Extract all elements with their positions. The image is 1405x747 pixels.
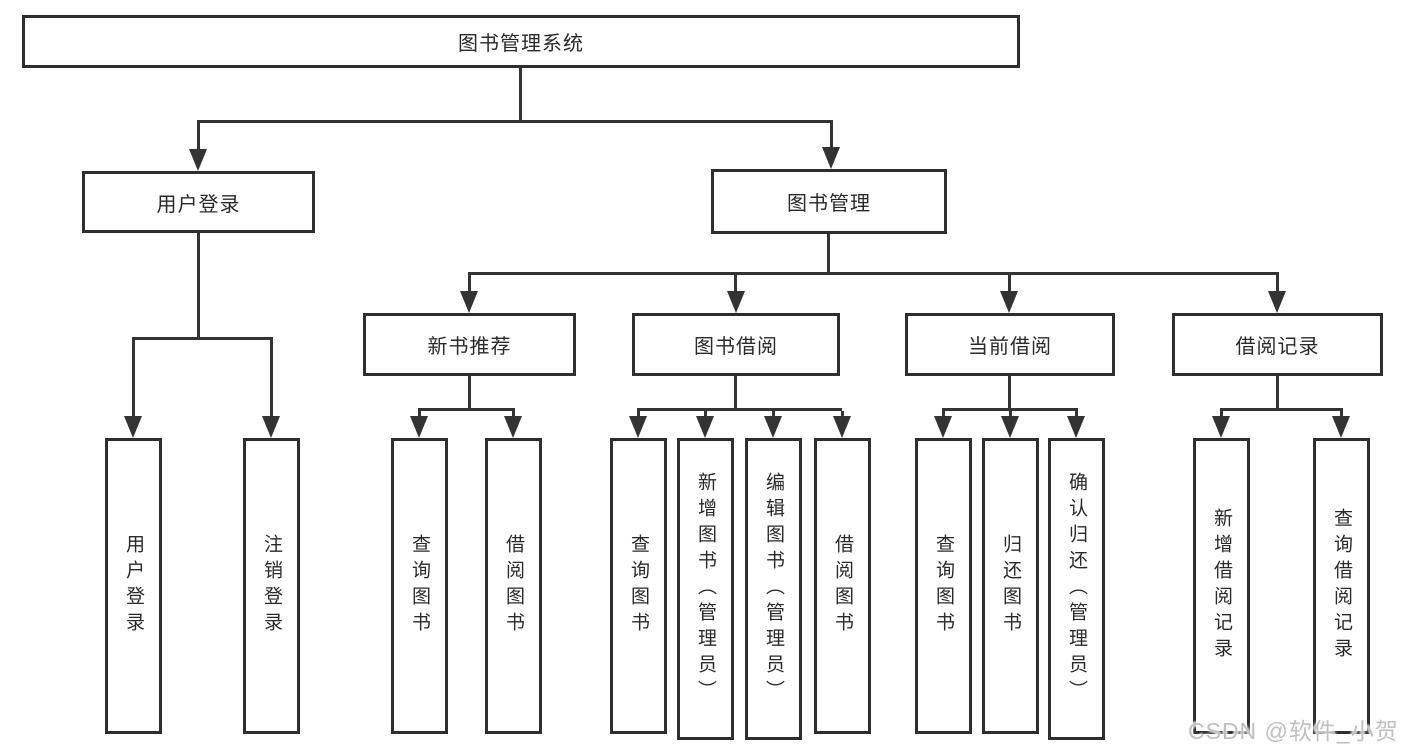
- leaf-label: 借阅图书: [503, 534, 524, 638]
- connector-line: [1276, 275, 1279, 293]
- connector-line: [132, 337, 273, 340]
- leaf-query-books-borrow: 查询图书: [610, 438, 667, 734]
- connector-line: [942, 408, 1078, 411]
- connector-line: [1008, 376, 1011, 408]
- connector-line: [1220, 408, 1343, 411]
- leaf-label: 注销登录: [261, 534, 282, 638]
- connector-line: [197, 120, 833, 123]
- connector-line: [519, 68, 522, 120]
- leaf-confirm-return-admin: 确认归还（管理员）: [1048, 438, 1105, 740]
- node-book-management: 图书管理: [711, 169, 947, 234]
- connector-line: [1075, 411, 1078, 418]
- leaf-user-login: 用户登录: [105, 438, 162, 734]
- leaf-return-books: 归还图书: [982, 438, 1039, 734]
- connector-line: [197, 233, 200, 337]
- connector-line: [1008, 275, 1011, 293]
- node-library-management-system: 图书管理系统: [22, 15, 1020, 68]
- leaf-label: 归还图书: [1000, 534, 1021, 638]
- arrow-down-icon: [460, 291, 478, 313]
- connector-line: [197, 123, 200, 152]
- leaf-label: 编辑图书（管理员）: [763, 472, 784, 706]
- leaf-label: 新增图书（管理员）: [695, 472, 716, 706]
- csdn-watermark: CSDN @软件_小贺同学: [1188, 718, 1399, 744]
- leaf-label: 查询图书: [933, 534, 954, 638]
- arrow-down-icon: [504, 416, 522, 438]
- node-user-login: 用户登录: [82, 171, 315, 233]
- node-current-borrowing: 当前借阅: [905, 313, 1115, 376]
- connector-line: [1276, 376, 1279, 408]
- leaf-logout: 注销登录: [243, 438, 300, 734]
- connector-line: [418, 408, 515, 411]
- arrow-down-icon: [727, 291, 745, 313]
- leaf-label: 新增借阅记录: [1211, 508, 1232, 664]
- arrow-down-icon: [1067, 416, 1085, 438]
- arrow-down-icon: [629, 416, 647, 438]
- arrow-down-icon: [696, 416, 714, 438]
- arrow-down-icon: [262, 416, 280, 438]
- connector-line: [1220, 411, 1223, 418]
- arrow-down-icon: [833, 416, 851, 438]
- arrow-down-icon: [1001, 416, 1019, 438]
- connector-line: [132, 340, 135, 418]
- connector-line: [637, 411, 640, 418]
- connector-line: [468, 376, 471, 408]
- connector-line: [468, 275, 471, 293]
- leaf-borrow-books-recommend: 借阅图书: [485, 438, 542, 734]
- arrow-down-icon: [189, 149, 207, 171]
- leaf-query-books-current: 查询图书: [915, 438, 972, 734]
- arrow-down-icon: [934, 416, 952, 438]
- arrow-down-icon: [764, 416, 782, 438]
- leaf-label: 查询图书: [409, 534, 430, 638]
- connector-line: [1340, 411, 1343, 418]
- connector-line: [637, 408, 842, 411]
- connector-line: [270, 340, 273, 418]
- connector-line: [734, 275, 737, 293]
- arrow-down-icon: [1212, 416, 1230, 438]
- arrow-down-icon: [822, 147, 840, 169]
- leaf-label: 用户登录: [123, 534, 144, 638]
- leaf-query-borrow-record: 查询借阅记录: [1313, 438, 1370, 734]
- connector-line: [704, 411, 707, 418]
- connector-line: [772, 411, 775, 418]
- leaf-query-books-recommend: 查询图书: [391, 438, 448, 734]
- node-new-book-recommend: 新书推荐: [363, 313, 576, 376]
- leaf-borrow-books: 借阅图书: [814, 438, 871, 734]
- connector-line: [418, 411, 421, 418]
- arrow-down-icon: [1332, 416, 1350, 438]
- arrow-down-icon: [1000, 291, 1018, 313]
- connector-line: [468, 272, 1279, 275]
- arrow-down-icon: [1268, 291, 1286, 313]
- connector-line: [734, 376, 737, 408]
- node-borrowing-records: 借阅记录: [1172, 313, 1383, 376]
- leaf-add-borrow-record: 新增借阅记录: [1193, 438, 1250, 734]
- node-book-borrowing: 图书借阅: [632, 313, 840, 376]
- leaf-edit-books-admin: 编辑图书（管理员）: [745, 438, 802, 740]
- connector-line: [512, 411, 515, 418]
- connector-line: [830, 123, 833, 150]
- connector-line: [827, 234, 830, 272]
- connector-line: [1009, 411, 1012, 418]
- arrow-down-icon: [124, 416, 142, 438]
- leaf-label: 查询借阅记录: [1331, 508, 1352, 664]
- connector-line: [841, 411, 844, 418]
- leaf-label: 借阅图书: [832, 534, 853, 638]
- connector-line: [942, 411, 945, 418]
- arrow-down-icon: [410, 416, 428, 438]
- leaf-label: 确认归还（管理员）: [1066, 472, 1087, 706]
- leaf-add-books-admin: 新增图书（管理员）: [677, 438, 734, 740]
- leaf-label: 查询图书: [628, 534, 649, 638]
